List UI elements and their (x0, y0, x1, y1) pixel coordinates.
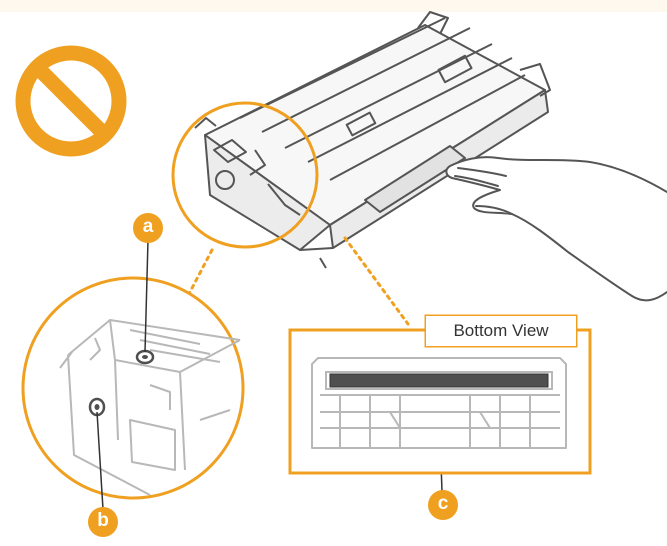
roller-cover (325, 371, 553, 390)
bottom-view-cartridge (311, 357, 567, 449)
detail-circle (21, 276, 245, 500)
marker-a-letter: a (142, 216, 154, 237)
zoom-circle-end (171, 101, 319, 249)
transfer-roller (329, 373, 549, 388)
marker-b (88, 507, 118, 537)
detail-cartridge-closeup (59, 319, 241, 496)
marker-a (133, 213, 163, 243)
hand-icon (445, 156, 667, 302)
toner-cartridge-illustration (194, 11, 551, 269)
marker-c-letter: c (437, 493, 449, 514)
bottom-view-box (288, 328, 592, 475)
bottom-view-label: Bottom View (426, 316, 576, 346)
marker-c (428, 490, 458, 520)
prohibited-icon (15, 45, 127, 157)
top-band (0, 0, 667, 12)
marker-b-letter: b (97, 510, 109, 531)
